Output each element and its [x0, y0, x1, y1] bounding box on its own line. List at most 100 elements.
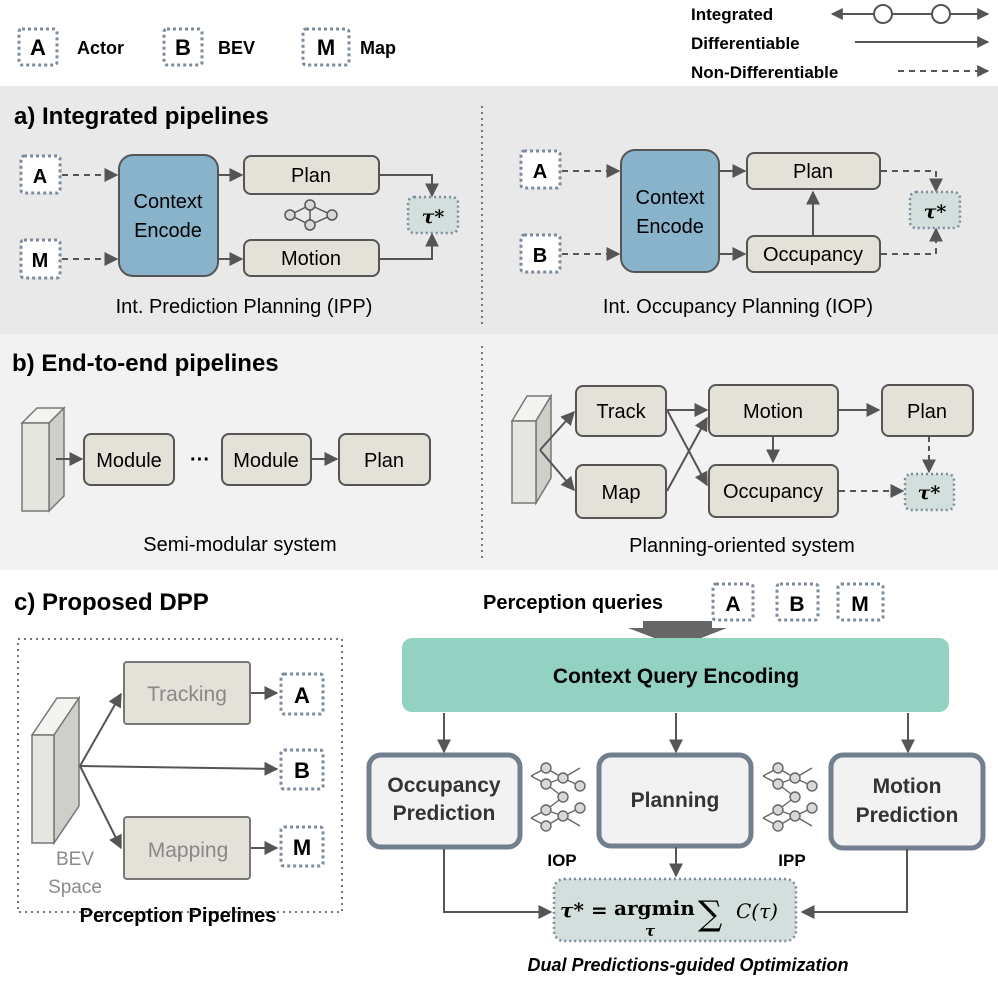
legend-bev-label: BEV	[218, 38, 255, 58]
svg-text:Occupancy: Occupancy	[723, 481, 823, 503]
ipp-network-icon	[284, 199, 338, 231]
svg-text:Prediction: Prediction	[856, 804, 959, 827]
motion-prediction-box	[828, 752, 986, 851]
svg-text:Module: Module	[96, 450, 162, 472]
section-c-title: c) Proposed DPP	[14, 589, 209, 616]
ipp-diagram: A M Context Encode Plan Motion	[19, 154, 460, 318]
svg-text:Planning: Planning	[631, 789, 720, 812]
formula-cost: C(τ)	[736, 899, 778, 923]
map-box	[575, 464, 667, 519]
iop-plan-box	[746, 152, 881, 190]
svg-text:Plan: Plan	[907, 401, 947, 423]
iop-occupancy-box	[746, 235, 881, 273]
svg-text:Tracking: Tracking	[147, 683, 227, 706]
semi-modular-diagram: Module ··· Module Plan Semi-modular syst…	[20, 406, 431, 556]
svg-text:Motion: Motion	[281, 248, 341, 270]
occupancy-prediction-box	[366, 752, 523, 850]
svg-text:Module: Module	[233, 450, 299, 472]
svg-text:Plan: Plan	[793, 161, 833, 183]
svg-text:Motion: Motion	[743, 401, 803, 423]
formula-box	[552, 877, 798, 943]
track-box	[575, 385, 667, 437]
legend: A Actor B BEV M Map Integrated Different…	[17, 4, 990, 82]
iop-tau-box	[908, 190, 962, 230]
iop-label: IOP	[547, 851, 576, 870]
context-query-encoding-bar	[402, 638, 949, 712]
svg-text:Motion: Motion	[873, 775, 942, 798]
svg-text:B: B	[294, 758, 310, 783]
ipp-network-icon-c	[762, 762, 818, 832]
perception-caption: Perception Pipelines	[80, 905, 277, 927]
svg-text:···: ···	[190, 449, 210, 471]
ipp-caption: Int. Prediction Planning (IPP)	[116, 296, 373, 318]
semi-caption: Semi-modular system	[143, 534, 336, 556]
ipp-context-encode	[118, 154, 219, 277]
formula-sub: τ	[645, 922, 656, 940]
legend-map-label: Map	[360, 38, 396, 58]
ipp-label: IPP	[778, 851, 805, 870]
legend-actor-key: A	[30, 35, 46, 60]
svg-text:BEV: BEV	[56, 849, 94, 870]
plan-box	[881, 384, 974, 437]
legend-integrated-label: Integrated	[691, 5, 773, 24]
ipp-tau-box	[406, 195, 460, 235]
context-query-encoding-label: Context Query Encoding	[553, 665, 799, 688]
svg-text:Encode: Encode	[636, 216, 704, 238]
svg-text:B: B	[789, 593, 804, 616]
iop-context-encode	[620, 149, 720, 273]
perception-queries: Perception queries A B M	[483, 582, 885, 647]
ipp-input-a: A	[33, 166, 47, 188]
svg-text:Perception queries: Perception queries	[483, 592, 663, 614]
section-b-title: b) End-to-end pipelines	[12, 350, 279, 377]
legend-actor-label: Actor	[77, 38, 124, 58]
ipp-motion-box	[243, 239, 380, 277]
motion-box	[708, 384, 839, 437]
section-a-title: a) Integrated pipelines	[14, 103, 269, 130]
formula-sum: ∑	[698, 894, 722, 934]
svg-text:Context: Context	[134, 191, 203, 213]
formula-lhs: τ* =	[560, 898, 608, 922]
formula-argmin: argmin	[614, 896, 695, 920]
svg-text:B: B	[533, 245, 547, 267]
legend-nondiff-label: Non-Differentiable	[691, 63, 838, 82]
svg-text:τ*: τ*	[924, 201, 947, 223]
svg-text:Mapping: Mapping	[148, 839, 229, 862]
ipp-plan-box	[243, 155, 380, 195]
svg-text:Track: Track	[596, 401, 646, 423]
svg-text:Encode: Encode	[134, 220, 202, 242]
svg-text:M: M	[293, 835, 311, 860]
svg-text:A: A	[533, 161, 547, 183]
svg-text:Space: Space	[48, 877, 102, 898]
legend-bev-key: B	[175, 35, 191, 60]
ipp-input-m: M	[32, 250, 49, 272]
planning-box	[596, 752, 754, 849]
svg-text:Context: Context	[636, 187, 705, 209]
legend-differentiable-label: Differentiable	[691, 34, 800, 53]
semi-module-1	[83, 433, 175, 486]
svg-text:A: A	[294, 683, 310, 708]
planning-tau-box	[903, 472, 956, 512]
semi-module-2	[221, 433, 312, 486]
svg-text:τ*: τ*	[422, 206, 445, 228]
iop-network-icon	[530, 762, 586, 832]
svg-text:M: M	[851, 593, 869, 616]
svg-text:Occupancy: Occupancy	[387, 774, 501, 797]
svg-text:Occupancy: Occupancy	[763, 244, 863, 266]
perception-pipelines: BEV Space Tracking Mapping A B M Percept…	[17, 638, 343, 927]
tracking-box	[123, 661, 251, 725]
semi-plan-box	[338, 433, 431, 486]
mapping-box	[123, 816, 251, 880]
planning-caption: Planning-oriented system	[629, 535, 855, 557]
iop-diagram: A B Context Encode Plan Occupancy τ* Int…	[519, 149, 962, 318]
legend-map-key: M	[317, 35, 335, 60]
dpp-caption: Dual Predictions-guided Optimization	[527, 955, 848, 975]
svg-text:A: A	[725, 593, 740, 616]
planning-oriented-diagram: Track Map Motion Occupancy Plan τ* Plann…	[510, 384, 974, 557]
occupancy-box	[708, 464, 839, 518]
svg-text:Prediction: Prediction	[393, 802, 496, 825]
svg-text:Map: Map	[602, 482, 641, 504]
svg-text:Plan: Plan	[291, 165, 331, 187]
iop-caption: Int. Occupancy Planning (IOP)	[603, 296, 873, 318]
